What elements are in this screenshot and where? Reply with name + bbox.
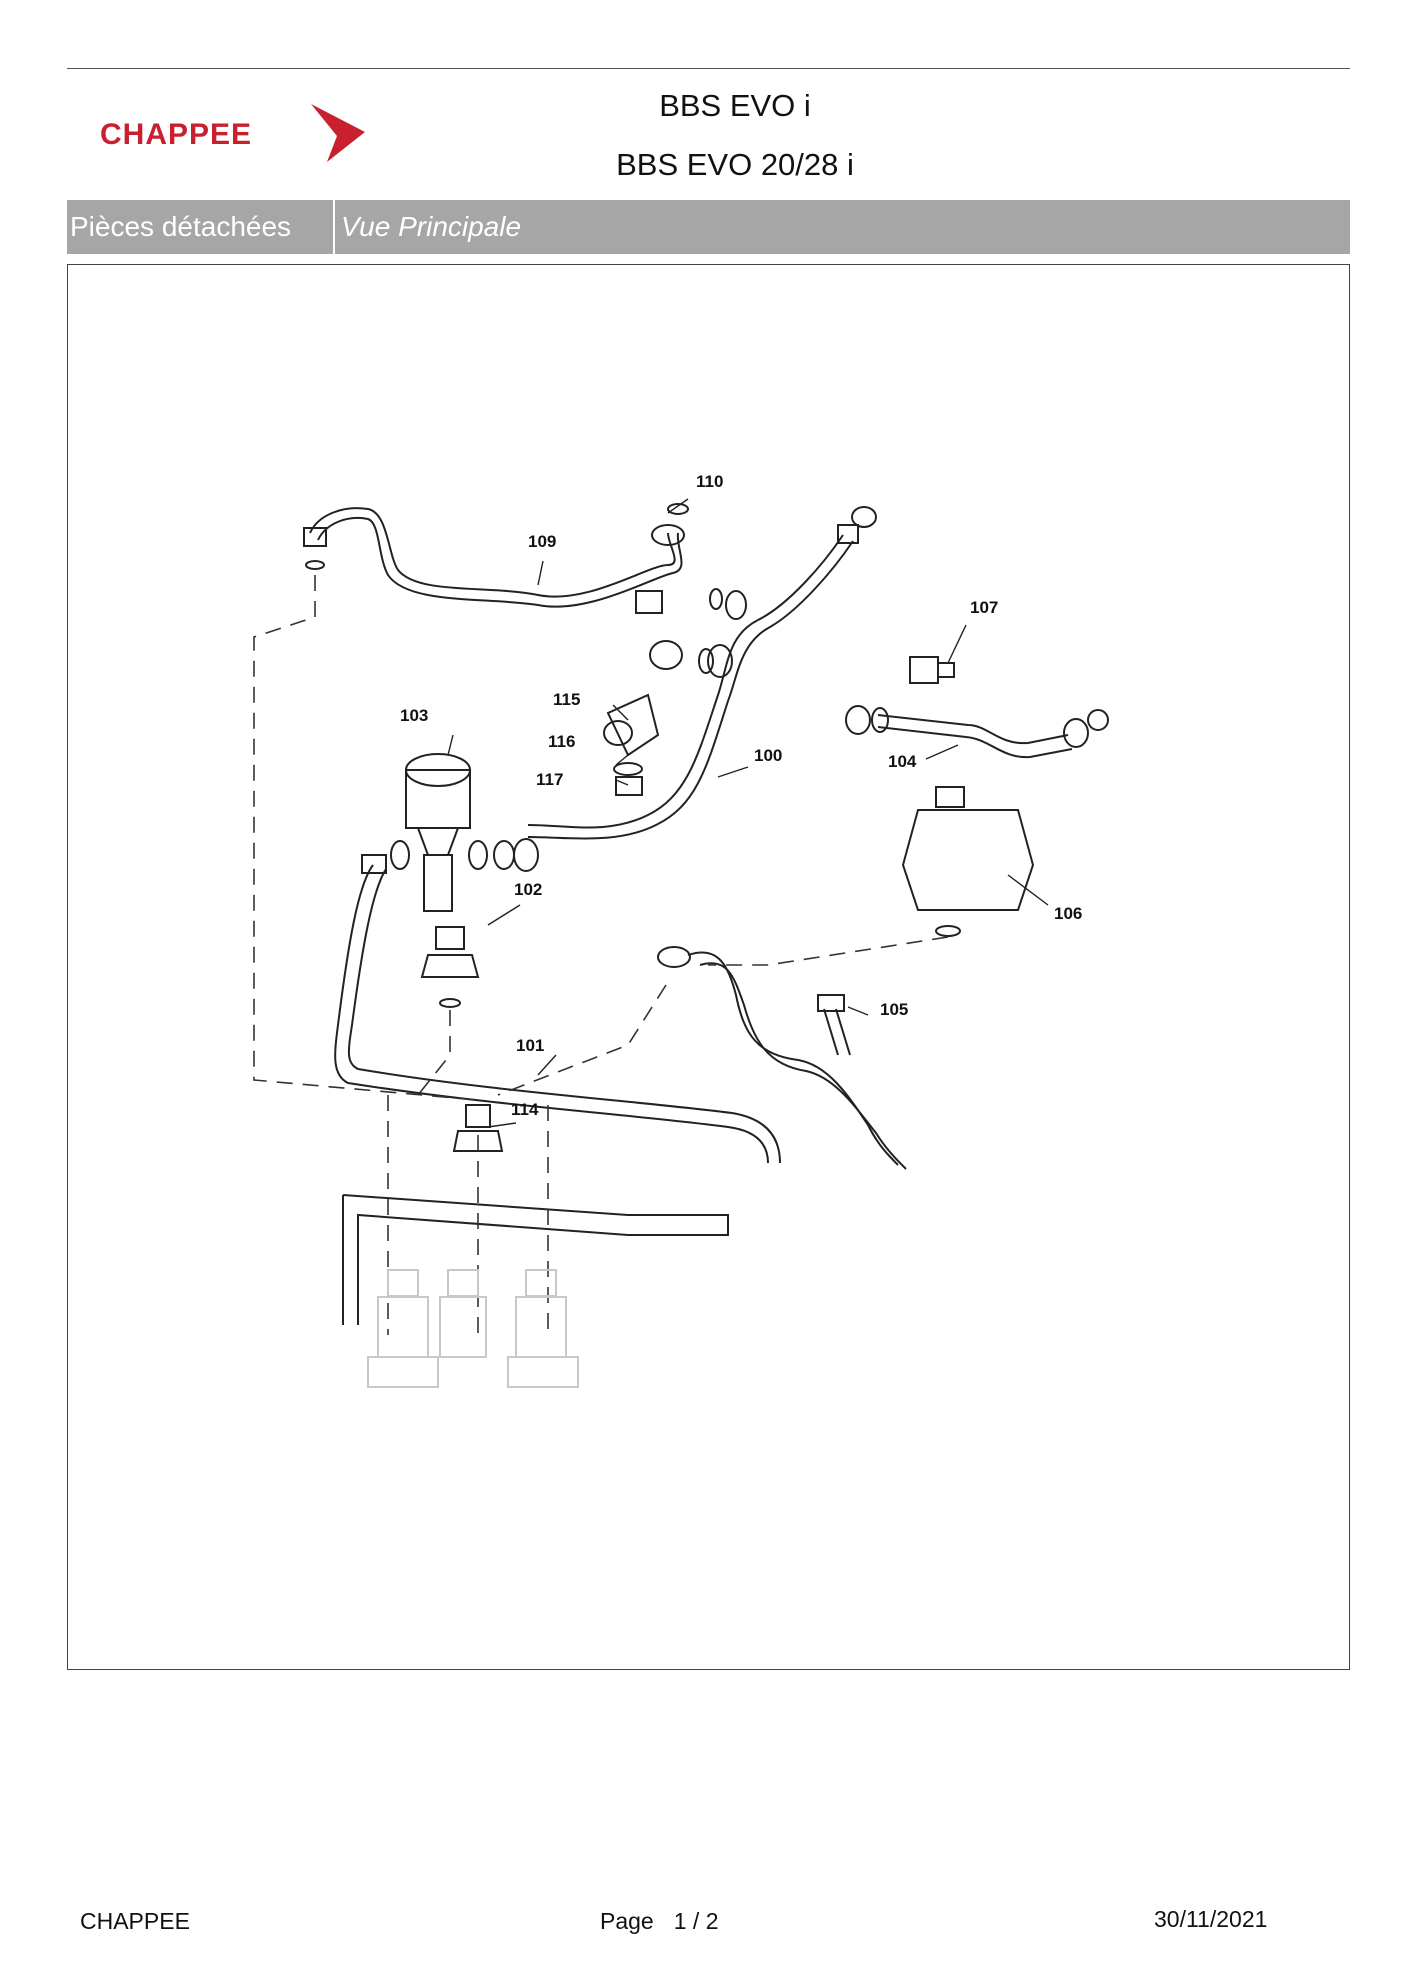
footer-company: CHAPPEE xyxy=(80,1908,190,1934)
section-band: Pièces détachées Vue Principale xyxy=(67,200,1350,254)
callout-116: 116 xyxy=(548,732,575,751)
callout-102: 102 xyxy=(514,880,542,899)
exploded-parts-diagram: 110 109 107 115 103 116 100 104 117 102 … xyxy=(253,472,1109,1388)
footer-page-current: 1 xyxy=(673,1908,687,1934)
band-view-label: Vue Principale xyxy=(341,211,522,242)
band-section-label: Pièces détachées xyxy=(67,200,335,254)
logo-text: CHAPPEE xyxy=(100,118,253,151)
logo-chevron-icon xyxy=(311,104,365,162)
footer-page-sep: / xyxy=(692,1908,700,1934)
callout-101: 101 xyxy=(516,1036,544,1055)
callout-105: 105 xyxy=(880,1000,908,1019)
document-title: BBS EVO i xyxy=(659,88,811,123)
document-subtitle: BBS EVO 20/28 i xyxy=(616,147,854,182)
callout-104: 104 xyxy=(888,752,917,771)
callout-117: 117 xyxy=(536,770,563,789)
chappee-logo: CHAPPEE xyxy=(100,102,370,166)
callout-115: 115 xyxy=(553,690,580,709)
footer-page-label: Page xyxy=(600,1908,654,1934)
footer-date: 30/11/2021 xyxy=(1154,1906,1268,1932)
callout-109: 109 xyxy=(528,532,556,551)
footer-page-total: 2 xyxy=(705,1908,719,1934)
callout-106: 106 xyxy=(1054,904,1082,923)
top-rule xyxy=(67,68,1350,69)
callout-103: 103 xyxy=(400,706,428,725)
callout-110: 110 xyxy=(696,472,723,491)
callout-100: 100 xyxy=(754,746,782,765)
footer-pagination: Page 1 / 2 xyxy=(600,1908,718,1935)
callout-114: 114 xyxy=(511,1100,539,1119)
diagram-frame: 110 109 107 115 103 116 100 104 117 102 … xyxy=(67,264,1350,1670)
callout-107: 107 xyxy=(970,598,998,617)
